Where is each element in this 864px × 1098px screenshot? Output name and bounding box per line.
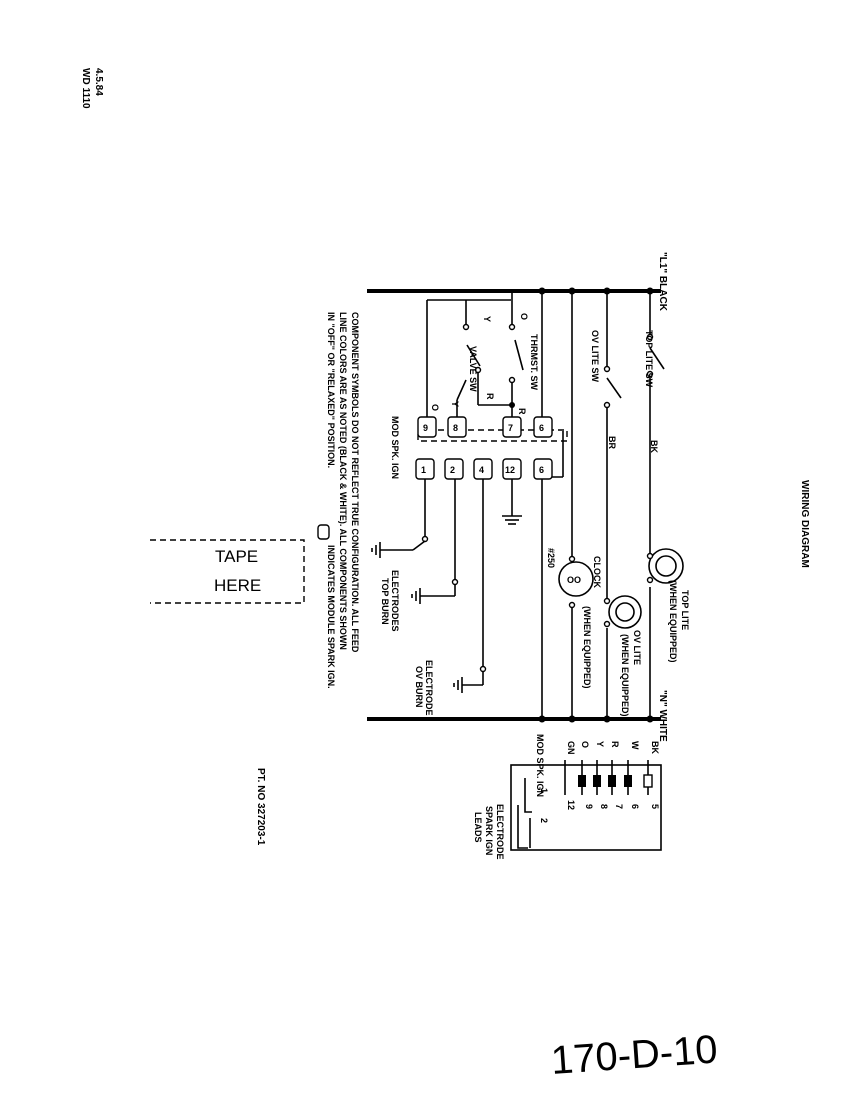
electrode-lead-top-1 bbox=[380, 479, 429, 551]
ov-lite-bulb-icon bbox=[603, 595, 642, 629]
part-number: PT. NO 327203-1 bbox=[255, 768, 266, 846]
module-terminal bbox=[447, 416, 467, 438]
wire-color-y-valve: Y bbox=[482, 316, 492, 322]
connector-electrode-label-2: SPARK IGN bbox=[484, 806, 494, 855]
connector-pin: 8 bbox=[599, 804, 609, 809]
ov-lite-branch bbox=[603, 291, 622, 719]
module-terminal-label: 2 bbox=[450, 465, 455, 475]
wire-color-br: BR bbox=[607, 436, 617, 449]
thermostat-switch-label: THRMST. SW bbox=[529, 334, 539, 391]
wire-color-bk: BK bbox=[649, 440, 659, 453]
diagram-title: WIRING DIAGRAM bbox=[799, 480, 810, 568]
electrode-lead-ov bbox=[462, 479, 487, 686]
ground-icon bbox=[502, 479, 522, 525]
rail-l1-label: "L1" BLACK bbox=[657, 252, 668, 312]
top-lite-branch bbox=[646, 291, 665, 719]
wire-color-o-module: O bbox=[430, 404, 440, 411]
top-lite-switch-label: TOP LITE SW bbox=[644, 330, 654, 388]
module-input-wires bbox=[426, 299, 467, 417]
connector-wire-color: O bbox=[580, 741, 590, 748]
connector-pin: 6 bbox=[630, 804, 640, 809]
wire-color-r-thermostat: R bbox=[517, 408, 527, 415]
electrodes-top-label-2: TOP BURN bbox=[380, 578, 390, 625]
electrode-ov-label-2: OV BURN bbox=[414, 666, 424, 708]
ov-lite-label: OV LITE bbox=[632, 630, 642, 665]
module-terminal bbox=[533, 458, 553, 480]
electrode-lead-top-2 bbox=[420, 479, 459, 597]
connector-wire-color: BK bbox=[650, 741, 660, 754]
connector-lead-number-2: 2 bbox=[539, 818, 549, 823]
clock-number: #250 bbox=[546, 548, 556, 568]
diagram-code: WD 1110 bbox=[80, 68, 91, 109]
module-terminal-label: 12 bbox=[505, 465, 515, 475]
wire-color-y-module: Y bbox=[450, 401, 460, 407]
electrode-ov-label-1: ELECTRODE bbox=[424, 660, 434, 716]
module-terminal-label: 7 bbox=[508, 423, 513, 433]
module-spark-symbol-icon bbox=[317, 524, 330, 540]
valve-switch-label: VALVE SW bbox=[468, 346, 478, 392]
note-line-2: LINE COLORS ARE AS NOTED (BLACK & WHITE)… bbox=[338, 312, 348, 650]
module-feed-branch bbox=[541, 291, 564, 719]
thermostat-switch bbox=[508, 291, 524, 417]
connector-electrode-label-3: LEADS bbox=[473, 812, 483, 843]
rail-n-label: "N" WHITE bbox=[657, 690, 668, 742]
electrode-ground-icon bbox=[411, 588, 421, 604]
connector-pin: 5 bbox=[650, 804, 660, 809]
module-terminal bbox=[444, 458, 464, 480]
connector-wire-labels: BK W R Y O GN bbox=[566, 741, 660, 755]
connector-pin-labels: 5 6 7 8 9 12 bbox=[566, 800, 660, 810]
module-left-terminals: 6 7 8 9 bbox=[417, 416, 553, 438]
module-terminal bbox=[502, 416, 522, 438]
tape-here-area bbox=[150, 539, 305, 604]
connector-pin: 7 bbox=[614, 804, 624, 809]
connector-label: MOD SPK. IGN bbox=[535, 734, 545, 797]
connector-pin: 12 bbox=[566, 800, 576, 810]
clock-branch: OO bbox=[558, 291, 594, 719]
ov-lite-note: (WHEN EQUIPPED) bbox=[620, 634, 630, 717]
clock-note: (WHEN EQUIPPED) bbox=[582, 606, 592, 689]
handwritten-note: 170-D-10 bbox=[550, 1027, 719, 1083]
wire-color-r-valve: R bbox=[485, 393, 495, 400]
connector-pin: 9 bbox=[584, 804, 594, 809]
module-terminal-label: 6 bbox=[539, 465, 544, 475]
wire-color-o-thermostat: O bbox=[519, 313, 529, 320]
connector-lead-number-1: 1 bbox=[539, 788, 549, 793]
clock-label: CLOCK bbox=[592, 556, 602, 588]
tape-line-1: TAPE bbox=[215, 547, 258, 566]
module-terminal-label: 8 bbox=[453, 423, 458, 433]
note-line-3: IN "OFF" OR "RELAXED" POSITION. bbox=[326, 312, 336, 468]
top-lite-label: TOP LITE bbox=[680, 590, 690, 630]
connector-wire-color: GN bbox=[566, 741, 576, 755]
module-terminal-label: 9 bbox=[423, 423, 428, 433]
diagram-date: 4.5.84 bbox=[93, 68, 104, 96]
electrode-ground-icon bbox=[453, 677, 463, 693]
module-terminal-label: 1 bbox=[421, 465, 426, 475]
connector-wire-color: R bbox=[610, 741, 620, 748]
note-line-3b: INDICATES MODULE SPARK IGN. bbox=[326, 545, 336, 689]
electrodes-top-label-1: ELECTRODES bbox=[390, 570, 400, 632]
valve-switch bbox=[462, 299, 512, 406]
module-terminal bbox=[417, 416, 437, 438]
svg-text:OO: OO bbox=[567, 575, 581, 585]
top-lite-bulb-icon bbox=[646, 548, 684, 584]
connector-block bbox=[510, 764, 662, 851]
tape-line-2: HERE bbox=[214, 576, 261, 595]
top-lite-note: (WHEN EQUIPPED) bbox=[668, 580, 678, 663]
electrode-ground-icon bbox=[371, 542, 381, 558]
module-terminal bbox=[533, 416, 553, 438]
connector-wire-color: Y bbox=[595, 741, 605, 747]
module-label: MOD SPK. IGN bbox=[390, 416, 400, 479]
connector-electrode-label-1: ELECTRODE bbox=[495, 804, 505, 860]
module-right-terminals: 6 12 4 2 1 bbox=[415, 458, 553, 480]
spark-lead-symbols bbox=[517, 778, 532, 849]
ov-lite-switch-label: OV LITE SW bbox=[590, 330, 600, 383]
connector-wires bbox=[564, 760, 653, 795]
module-terminal-label: 6 bbox=[539, 423, 544, 433]
connector-wire-color: W bbox=[630, 741, 640, 750]
module-terminal-label: 4 bbox=[479, 465, 484, 475]
note-line-1: COMPONENT SYMBOLS DO NOT REFLECT TRUE CO… bbox=[350, 312, 360, 653]
